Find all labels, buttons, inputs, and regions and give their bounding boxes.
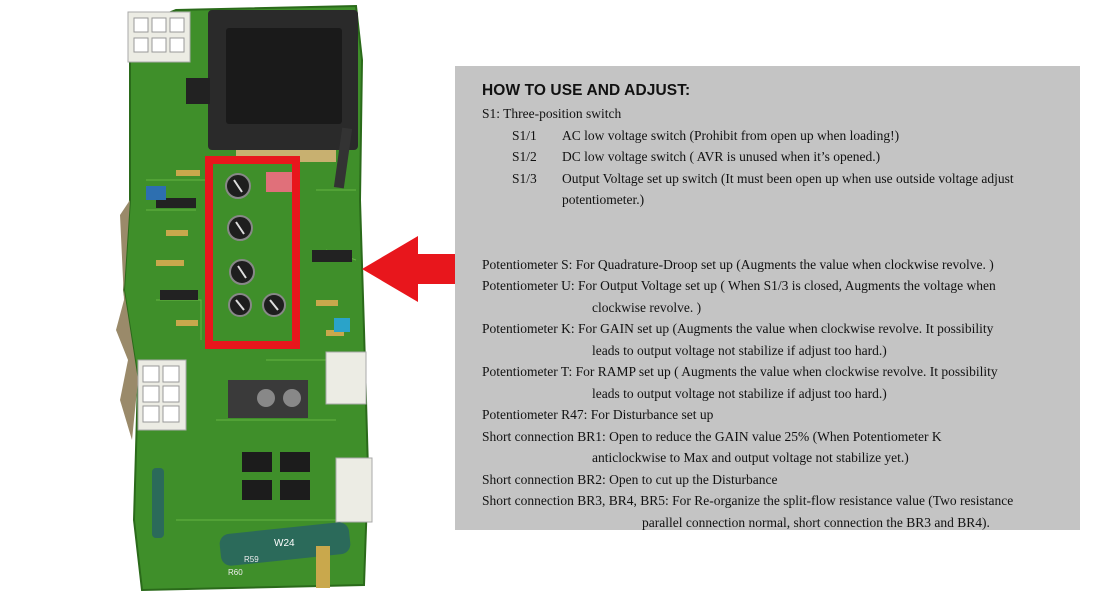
- item-key: Potentiometer T:: [482, 364, 576, 379]
- item-text-cont: leads to output voltage not stabilize if…: [592, 342, 887, 358]
- item-key: Short connection BR2:: [482, 471, 610, 487]
- switch-text: Output Voltage set up switch (It must be…: [562, 170, 1014, 186]
- label-w24: W24: [274, 538, 295, 549]
- item-key: Potentiometer U:: [482, 278, 578, 293]
- item-pot-s: Potentiometer S: For Quadrature-Droop se…: [482, 254, 1060, 276]
- pcb-board-photo: W24 R59 R60: [116, 4, 373, 592]
- item-key: Potentiometer S:: [482, 256, 576, 272]
- highlight-box: [205, 156, 300, 349]
- switch-key: S1/1: [512, 127, 537, 143]
- item-text-cont: anticlockwise to Max and output voltage …: [592, 450, 909, 465]
- item-key: Potentiometer K:: [482, 321, 578, 336]
- item-key: Short connection BR3, BR4, BR5:: [482, 493, 673, 508]
- item-br2: Short connection BR2: Open to cut up the…: [482, 469, 1060, 491]
- item-text: For Disturbance set up: [590, 407, 714, 422]
- item-text: For Output Voltage set up ( When S1/3 is…: [577, 278, 996, 293]
- pcb-edge-left: [116, 200, 138, 440]
- item-pot-r47: Potentiometer R47: For Disturbance set u…: [482, 404, 1060, 426]
- switch-text: DC low voltage switch ( AVR is unused wh…: [562, 149, 881, 164]
- switch-item-s1-1: S1/1 AC low voltage switch (Prohibit fro…: [482, 125, 1060, 147]
- switch-key: S1/2: [512, 149, 537, 164]
- sheet-title: HOW TO USE AND ADJUST:: [482, 82, 691, 99]
- item-text: For Re-organize the split-flow resistanc…: [672, 493, 1014, 508]
- item-text-cont: parallel connection normal, short connec…: [642, 514, 990, 530]
- switch-item-s1-2: S1/2 DC low voltage switch ( AVR is unus…: [482, 146, 1060, 168]
- switch-text-cont: potentiometer.): [562, 192, 645, 207]
- item-pot-k: Potentiometer K: For GAIN set up (Augmen…: [482, 318, 1060, 340]
- item-pot-u: Potentiometer U: For Output Voltage set …: [482, 275, 1060, 297]
- connector-right-2: [335, 457, 373, 523]
- item-text: For Quadrature-Droop set up (Augments th…: [575, 256, 994, 272]
- s1-heading: S1: Three-position switch: [482, 106, 622, 121]
- item-key: Short connection BR1:: [482, 428, 610, 444]
- item-key: Potentiometer R47:: [482, 407, 591, 422]
- label-r59: R59: [244, 555, 259, 564]
- item-br1: Short connection BR1: Open to reduce the…: [482, 426, 1060, 448]
- pointer-arrow: [362, 236, 462, 302]
- switch-item-s1-3-cont: potentiometer.): [482, 189, 1060, 211]
- item-text-cont: leads to output voltage not stabilize if…: [592, 385, 887, 401]
- switch-text: AC low voltage switch (Prohibit from ope…: [562, 127, 900, 143]
- item-br3-br4-br5: Short connection BR3, BR4, BR5: For Re-o…: [482, 490, 1060, 512]
- item-text: Open to cut up the Disturbance: [609, 471, 778, 487]
- item-text: For RAMP set up ( Augments the value whe…: [575, 364, 998, 379]
- label-r60: R60: [228, 568, 243, 577]
- switch-key: S1/3: [512, 170, 537, 186]
- item-pot-t: Potentiometer T: For RAMP set up ( Augme…: [482, 361, 1060, 383]
- switch-item-s1-3: S1/3 Output Voltage set up switch (It mu…: [482, 168, 1060, 190]
- item-text: For GAIN set up (Augments the value when…: [577, 321, 994, 336]
- connector-right-1: [325, 351, 367, 405]
- item-text-cont: clockwise revolve. ): [592, 299, 702, 315]
- item-text: Open to reduce the GAIN value 25% (When …: [609, 428, 942, 444]
- dip-switch-s1: [266, 172, 292, 192]
- instruction-sheet: HOW TO USE AND ADJUST: S1: Three-positio…: [455, 66, 1080, 530]
